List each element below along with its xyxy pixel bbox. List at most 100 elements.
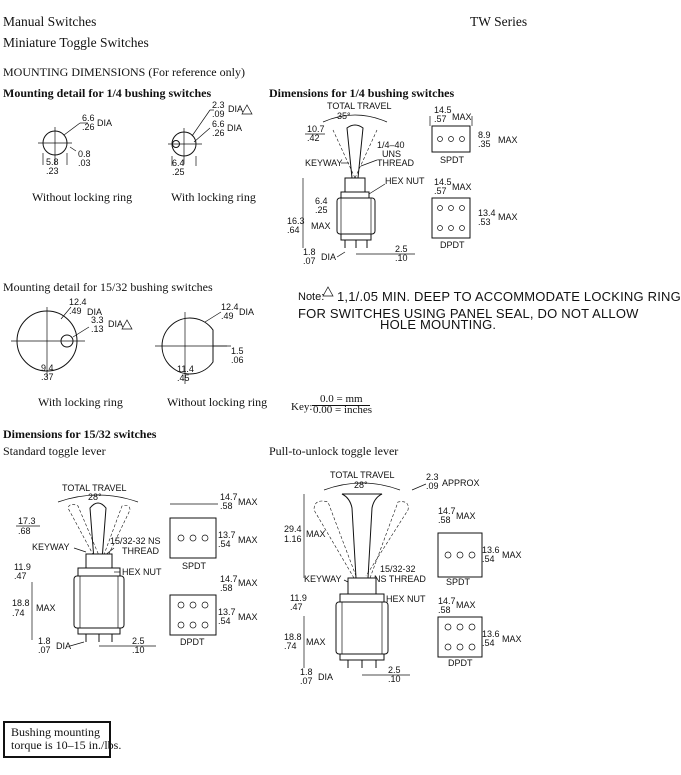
svg-text:1.8: 1.8 xyxy=(38,636,51,646)
svg-text:10.7: 10.7 xyxy=(307,124,325,134)
svg-text:.49: .49 xyxy=(69,306,82,316)
svg-text:13.6: 13.6 xyxy=(482,629,500,639)
dims1532-title: Dimensions for 15/32 switches xyxy=(3,427,157,441)
svg-text:.26: .26 xyxy=(82,122,95,132)
svg-text:.25: .25 xyxy=(315,205,328,215)
mount14-left-caption: Without locking ring xyxy=(32,190,133,204)
warning-triangle-icon xyxy=(322,286,334,297)
svg-text:DIA: DIA xyxy=(321,252,336,262)
svg-text:APPROX: APPROX xyxy=(442,478,480,488)
key-mm: 0.0 = mm xyxy=(320,393,363,405)
mount14-right-drawing: 2.3 .09 DIA 6.6 .26 DIA 6.4 .25 xyxy=(168,100,253,177)
svg-text:.68: .68 xyxy=(18,526,31,536)
svg-text:.10: .10 xyxy=(388,674,401,684)
svg-text:KEYWAY: KEYWAY xyxy=(32,542,70,552)
torque-line2: torque is 10–15 in./lbs. xyxy=(11,738,122,752)
header-subtitle: Miniature Toggle Switches xyxy=(3,35,149,50)
svg-text:.26: .26 xyxy=(212,128,225,138)
svg-text:.58: .58 xyxy=(438,605,451,615)
svg-text:.37: .37 xyxy=(41,372,54,382)
svg-text:HEX NUT: HEX NUT xyxy=(385,176,425,186)
svg-text:1.8: 1.8 xyxy=(300,667,313,677)
pull-subtitle: Pull-to-unlock toggle lever xyxy=(269,444,399,458)
svg-text:2.5: 2.5 xyxy=(132,636,145,646)
svg-text:KEYWAY: KEYWAY xyxy=(304,574,342,584)
svg-text:MAX: MAX xyxy=(306,529,326,539)
note-line2: FOR SWITCHES USING PANEL SEAL, DO NOT AL… xyxy=(298,306,639,321)
mount14-right-width: 6.4 xyxy=(172,158,185,168)
svg-text:.47: .47 xyxy=(290,602,303,612)
svg-text:MAX: MAX xyxy=(456,600,476,610)
svg-text:.23: .23 xyxy=(46,166,59,176)
dims14-side-drawing: TOTAL TRAVEL 35° 10.7 .42 KEYWAY 1/4–40 … xyxy=(287,101,425,266)
pull-toggle-drawing: TOTAL TRAVEL 28° 2.3 .09 APPROX 29.4 1.1… xyxy=(284,470,480,686)
torque-box xyxy=(3,721,111,758)
mount14-right-caption: With locking ring xyxy=(171,190,256,204)
svg-text:.13: .13 xyxy=(91,324,104,334)
mount1532-right-width: 11.4 xyxy=(177,364,194,374)
svg-text:MAX: MAX xyxy=(452,182,472,192)
mount1532-left-caption: With locking ring xyxy=(38,395,123,409)
svg-text:.42: .42 xyxy=(307,133,320,143)
svg-text:.54: .54 xyxy=(218,616,231,626)
svg-text:14.5: 14.5 xyxy=(434,177,452,187)
svg-text:MAX: MAX xyxy=(238,497,258,507)
svg-text:2.3: 2.3 xyxy=(426,472,439,482)
mount1532-left-width: 9.4 xyxy=(41,363,54,373)
mount14-left-width: 5.8 xyxy=(46,157,59,167)
mount1532-right-caption: Without locking ring xyxy=(167,395,268,409)
svg-text:THREAD: THREAD xyxy=(377,158,415,168)
svg-text:.07: .07 xyxy=(300,676,313,686)
svg-text:13.7: 13.7 xyxy=(218,607,236,617)
svg-text:1/4–40: 1/4–40 xyxy=(377,140,405,150)
pull-dpdt-drawing: 14.7 .58 MAX 13.6 .54 MAX DPDT xyxy=(437,596,522,668)
svg-text:MAX: MAX xyxy=(502,634,522,644)
svg-text:MAX: MAX xyxy=(311,221,331,231)
svg-text:DIA: DIA xyxy=(227,123,242,133)
svg-text:DIA: DIA xyxy=(87,307,102,317)
svg-text:14.7: 14.7 xyxy=(220,492,238,502)
svg-text:14.7: 14.7 xyxy=(438,596,456,606)
svg-text:MAX: MAX xyxy=(306,637,326,647)
svg-text:.54: .54 xyxy=(218,539,231,549)
svg-text:DPDT: DPDT xyxy=(448,658,473,668)
svg-text:13.6: 13.6 xyxy=(482,545,500,555)
svg-text:HEX NUT: HEX NUT xyxy=(122,567,162,577)
svg-text:MAX: MAX xyxy=(238,535,258,545)
svg-text:28°: 28° xyxy=(88,492,102,502)
header-title: Manual Switches xyxy=(3,14,97,29)
svg-text:2.5: 2.5 xyxy=(388,665,401,675)
svg-text:.64: .64 xyxy=(287,225,300,235)
svg-text:1.8: 1.8 xyxy=(303,247,316,257)
mount14-right-dia: 6.6 xyxy=(212,119,225,129)
mount1532-title: Mounting detail for 15/32 bushing switch… xyxy=(3,280,213,294)
mount14-left-dia: 6.6 xyxy=(82,113,95,123)
svg-text:.45: .45 xyxy=(177,373,190,383)
svg-text:MAX: MAX xyxy=(452,112,472,122)
svg-text:.53: .53 xyxy=(478,217,491,227)
svg-text:.09: .09 xyxy=(426,481,439,491)
svg-text:11.9: 11.9 xyxy=(290,593,307,603)
svg-text:SPDT: SPDT xyxy=(440,155,465,165)
svg-text:13.7: 13.7 xyxy=(218,530,236,540)
svg-text:6.4: 6.4 xyxy=(315,196,328,206)
key-label: Key: xyxy=(291,401,313,413)
svg-text:13.4: 13.4 xyxy=(478,208,496,218)
svg-text:SPDT: SPDT xyxy=(182,561,207,571)
svg-text:16.3: 16.3 xyxy=(287,216,305,226)
svg-text:KEYWAY: KEYWAY xyxy=(305,158,343,168)
svg-text:SPDT: SPDT xyxy=(446,577,471,587)
svg-text:.74: .74 xyxy=(12,608,25,618)
standard-dpdt-drawing: 14.7 .58 MAX 13.7 .54 MAX DPDT xyxy=(169,574,258,647)
svg-text:15/32-32 NS: 15/32-32 NS xyxy=(110,536,161,546)
svg-text:.07: .07 xyxy=(38,645,51,655)
pull-spdt-drawing: 14.7 .58 MAX 13.6 .54 MAX SPDT xyxy=(437,506,522,587)
svg-text:.57: .57 xyxy=(434,114,447,124)
svg-text:.09: .09 xyxy=(212,109,225,119)
dims14-dpdt-drawing: 14.5 .57 MAX 13.4 .53 MAX DPDT xyxy=(431,177,518,250)
svg-text:.58: .58 xyxy=(220,583,233,593)
series-name: TW Series xyxy=(470,14,528,29)
svg-text:.54: .54 xyxy=(482,554,495,564)
mount14-right-hole-dia: 2.3 xyxy=(212,100,225,110)
svg-text:28°: 28° xyxy=(354,480,368,490)
